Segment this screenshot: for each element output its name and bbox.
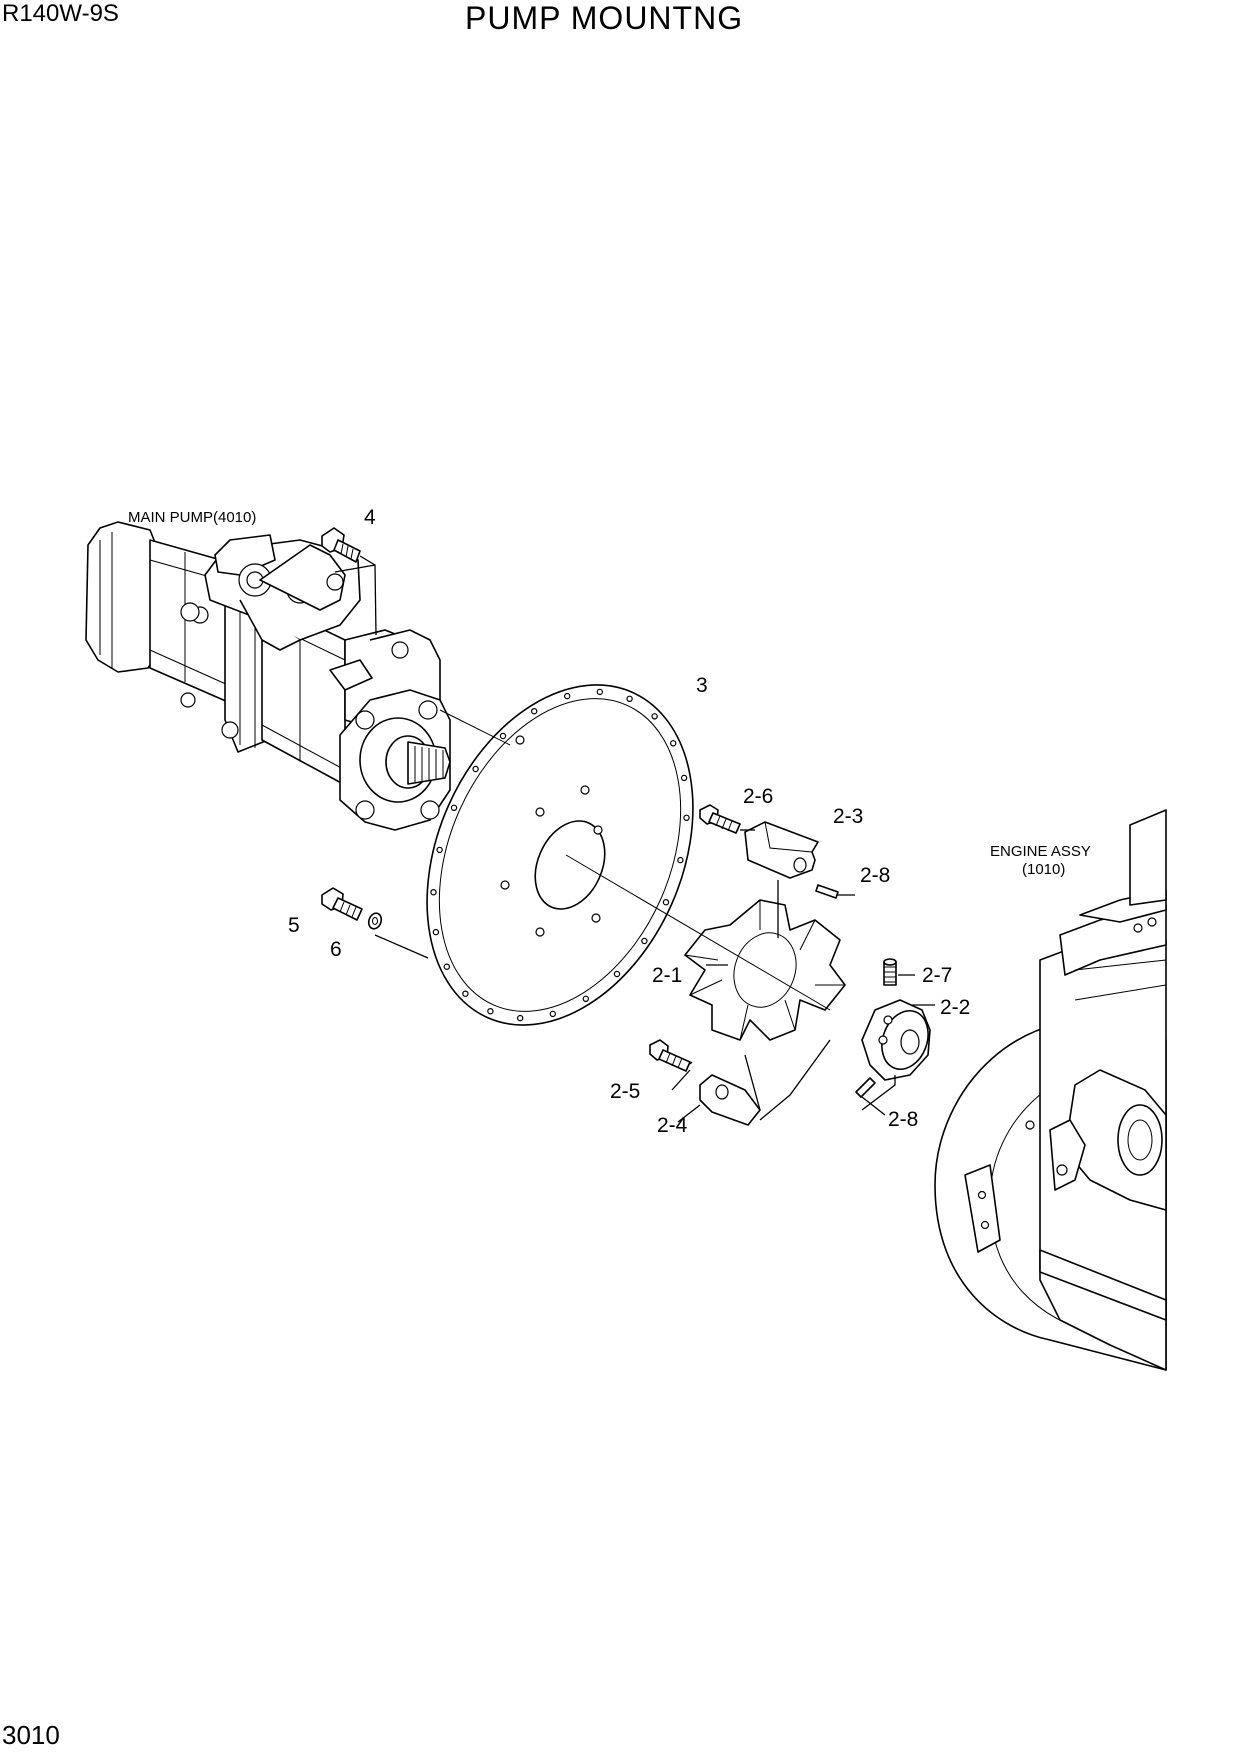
main-pump-assembly [85, 521, 451, 831]
page-number: 3010 [2, 1720, 60, 1750]
callout-2-6: 2-6 [743, 785, 773, 808]
callout-3: 3 [696, 674, 708, 697]
label-engine-assy: ENGINE ASSY [990, 843, 1091, 860]
flange-bolt-hole [564, 692, 571, 700]
page-title: PUMP MOUNTNG [465, 0, 744, 36]
part-2-3-insert [744, 821, 819, 879]
flange-bolt-hole [450, 804, 458, 812]
callout-2-1: 2-1 [652, 964, 682, 987]
flange-bolt-hole [670, 740, 677, 747]
callout-2-4: 2-4 [657, 1114, 688, 1137]
flange-bolt-hole [487, 1008, 494, 1015]
flange-bolt-hole [596, 688, 604, 696]
flange-bolt-hole [443, 963, 450, 970]
part-2-5-bolt [649, 1039, 691, 1072]
part-6-washer [367, 912, 383, 930]
callout-2-5: 2-5 [610, 1080, 640, 1103]
part-3-flange-plate [426, 684, 694, 1026]
callout-2-2: 2-2 [940, 996, 970, 1019]
flange-bolt-hole [582, 995, 590, 1003]
flange-bolt-hole [462, 990, 469, 997]
part-5-bolt [321, 887, 363, 921]
flange-bolt-hole [683, 814, 690, 822]
part-2-8-pin-bottom [855, 1077, 876, 1098]
flange-bolt-hole [677, 856, 684, 864]
flange-bolt-hole [430, 889, 437, 896]
label-engine-assy-ref: (1010) [1022, 861, 1065, 878]
flange-bolt-hole [613, 970, 621, 978]
callout-2-7: 2-7 [922, 964, 952, 987]
callout-2-8-top: 2-8 [860, 864, 890, 887]
flange-bolt-hole [641, 937, 648, 945]
part-2-1-coupling-element [684, 899, 846, 1041]
part-2-7-set-screw [883, 958, 897, 986]
flange-bolt-hole [680, 774, 688, 782]
flange-bolt-hole [517, 1014, 524, 1022]
flange-bolt-hole [531, 708, 538, 715]
part-2-4-insert [699, 1074, 761, 1126]
part-2-8-pin-top [815, 884, 839, 899]
flange-bolt-hole [651, 713, 658, 720]
callout-2-8-bottom: 2-8 [888, 1108, 918, 1131]
part-4-bolt [321, 527, 377, 636]
engine-assembly [934, 809, 1167, 1371]
callout-2-3: 2-3 [833, 805, 863, 828]
part-2-2-hub [861, 999, 931, 1081]
leader-lines [334, 564, 935, 1123]
flange-bolt-hole [432, 928, 440, 936]
model-number: R140W-9S [2, 0, 119, 27]
flange-bolt-hole [549, 1010, 557, 1018]
label-main-pump: MAIN PUMP(4010) [128, 509, 256, 526]
callout-4: 4 [364, 506, 376, 529]
callout-6: 6 [330, 938, 342, 961]
part-2-6-bolt [699, 804, 741, 834]
callout-5: 5 [288, 914, 300, 937]
flange-bolt-hole [499, 732, 507, 740]
flange-bolt-hole [436, 846, 443, 854]
flange-bolt-hole [626, 695, 633, 703]
flange-bolt-hole [662, 899, 670, 906]
flange-bolt-hole [472, 765, 479, 773]
